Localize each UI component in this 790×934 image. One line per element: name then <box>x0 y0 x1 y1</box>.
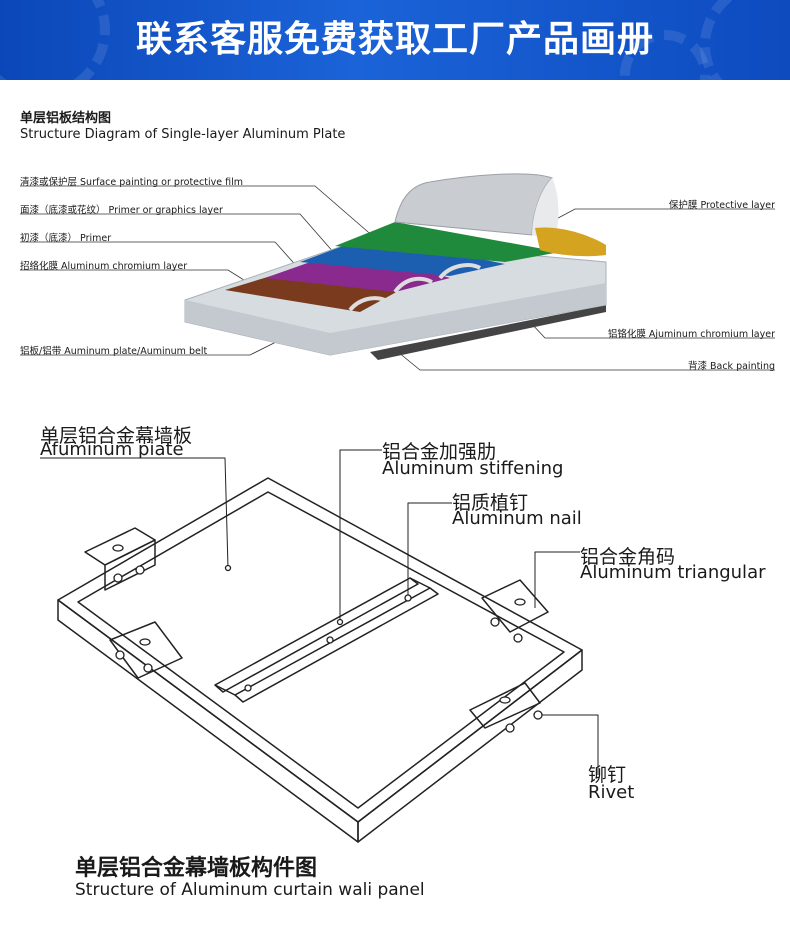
label-dot-icon <box>224 564 232 572</box>
label-dot-icon <box>336 618 344 626</box>
panel-caption-cn: 单层铝合金幕墙板构件图 <box>75 856 318 881</box>
bracket-hole-icon <box>499 696 511 704</box>
leader-line <box>529 321 775 339</box>
label-back-painting: 背漆 Back painting <box>687 361 775 372</box>
label-triangular-en: Aluminum triangular <box>580 562 766 583</box>
bracket-hole-icon <box>112 544 124 552</box>
panel-frame-side <box>357 649 583 843</box>
gear-decoration-icon <box>0 0 110 80</box>
label-triangular-cn: 铝合金角码 <box>580 546 676 568</box>
leader-line <box>407 502 452 598</box>
rib-edge <box>409 577 431 589</box>
label-panel-en: Afuminum piate <box>40 439 184 460</box>
leader-line <box>20 185 376 239</box>
leader-line <box>534 551 580 608</box>
label-primer-graphics: 面漆（底漆或花纹） Primer or graphics layer <box>20 205 223 216</box>
structure-diagram-title: 单层铝板结构图 <box>20 111 112 126</box>
nail-icon <box>244 684 252 692</box>
rivet-icon <box>143 663 153 673</box>
protective-film-curl-highlight <box>532 178 559 240</box>
panel-frame-side <box>57 599 359 843</box>
top-banner: 联系客服免费获取工厂产品画册 <box>0 0 790 80</box>
back-painting-layer <box>370 305 606 360</box>
leader-line <box>20 213 336 255</box>
leader-line <box>20 241 301 271</box>
rivet-icon <box>115 650 125 660</box>
angle-bracket <box>104 539 156 591</box>
label-stiffening-en: Aluminum stiffening <box>382 458 564 479</box>
rivet-icon <box>513 633 523 643</box>
curl-highlight <box>438 263 482 280</box>
rib-edge <box>214 684 236 696</box>
label-nail-cn: 铝质植钉 <box>452 492 529 514</box>
surface-painting-layer <box>335 222 560 262</box>
rivet-icon <box>113 573 123 583</box>
curl-highlight <box>393 276 433 294</box>
panel-caption-en: Structure of Aluminum curtain wali panel <box>75 880 425 900</box>
label-surface-painting: 清漆或保护层 Surface painting or protective fi… <box>20 177 243 188</box>
structure-diagram-subtitle: Structure Diagram of Single-layer Alumin… <box>20 127 346 142</box>
bracket-hole-icon <box>514 598 526 606</box>
label-protective-layer: 保护膜 Protective layer <box>668 200 775 211</box>
angle-bracket <box>109 621 183 679</box>
bracket-hole-icon <box>139 638 151 646</box>
stiffening-rib <box>234 587 439 703</box>
angle-bracket <box>469 682 541 729</box>
banner-title: 联系客服免费获取工厂产品画册 <box>135 19 654 60</box>
stiffening-rib <box>214 577 419 693</box>
nail-icon <box>404 594 412 602</box>
curl-highlight <box>348 296 386 312</box>
label-panel-cn: 单层铝合金幕墙板 <box>40 425 193 447</box>
leader-line <box>397 351 775 371</box>
angle-bracket <box>481 579 549 633</box>
rivet-icon <box>505 723 515 733</box>
leader-line <box>339 449 382 622</box>
nail-icon <box>326 636 334 644</box>
label-chromium-layer: 招络化膜 Aluminum chromium layer <box>20 261 188 272</box>
label-rivet-en: Rivet <box>588 782 635 803</box>
rivet-icon <box>135 565 145 575</box>
leader-line <box>588 714 599 775</box>
panel-inner-frame <box>77 491 565 809</box>
leader-line <box>40 457 229 569</box>
label-nail-en: Aluminum nail <box>452 508 582 529</box>
gear-decoration-icon <box>620 30 710 80</box>
rivet-icon <box>533 710 543 720</box>
protective-layer <box>535 227 606 257</box>
aluminum-plate-edge <box>185 283 606 355</box>
label-aluminum-chromium-layer: 铝铬化膜 Ajuminum chromium layer <box>607 329 775 340</box>
label-primer: 初漆（底漆） Primer <box>20 233 112 244</box>
gear-decoration-icon <box>700 0 790 80</box>
label-aluminum-plate: 铝板/铝带 Auminum plate/Auminum belt <box>20 346 208 357</box>
rivet-icon <box>490 617 500 627</box>
label-stiffening-cn: 铝合金加强肋 <box>382 441 497 463</box>
